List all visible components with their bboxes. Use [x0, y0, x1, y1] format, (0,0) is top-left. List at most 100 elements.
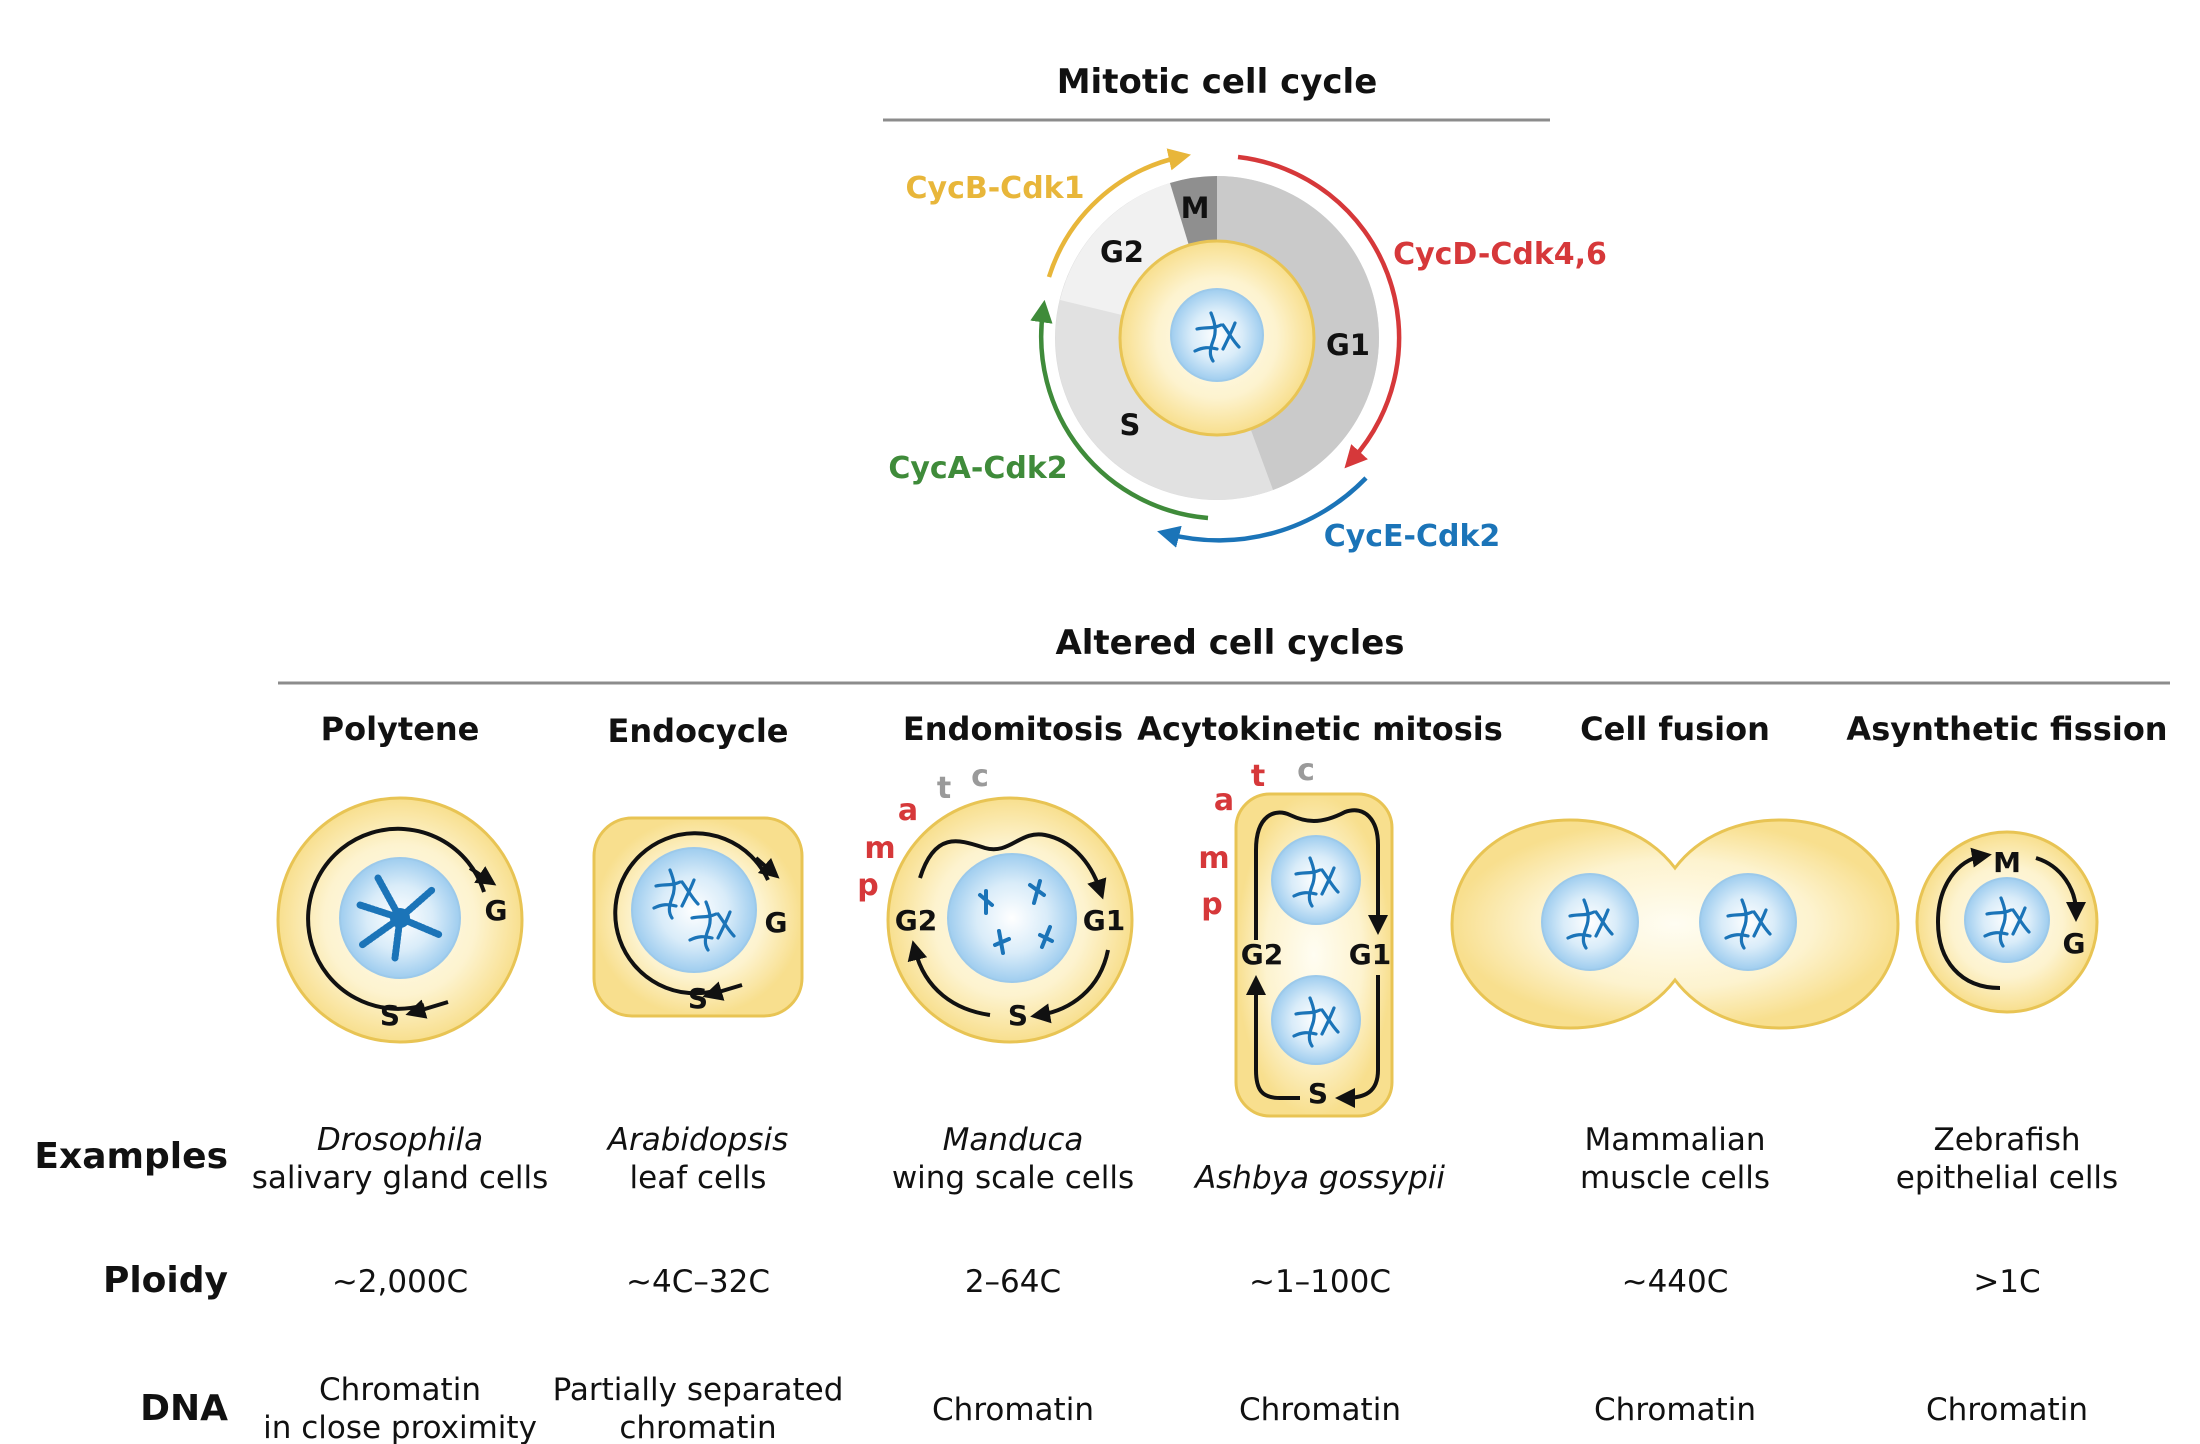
phase-s-label: S — [1120, 408, 1141, 442]
endomitosis-top-arrow — [918, 832, 1107, 900]
example-endocycle-species: Arabidopsis — [606, 1122, 788, 1158]
endocycle-nucleus — [631, 847, 757, 973]
ploidy-endomitosis: 2–64C — [965, 1264, 1061, 1300]
fused-cell — [1450, 818, 1900, 1030]
endomitosis-letter-p: p — [857, 868, 878, 903]
mitotic-title: Mitotic cell cycle — [1057, 62, 1378, 102]
cyca-arrow — [1030, 299, 1209, 521]
acytokinetic-letter-c: c — [1297, 753, 1315, 788]
acytokinetic-bottom-left-arrow — [1246, 975, 1300, 1100]
asynthetic-phase-m: M — [1993, 846, 2021, 879]
acytokinetic-cell-diagram: G2 G1 S p m a t c — [1198, 753, 1394, 1118]
asynthetic-right-arrow — [2035, 856, 2086, 922]
ploidy-endocycle: ~4C–32C — [626, 1264, 770, 1300]
acytokinetic-letter-m: m — [1198, 841, 1229, 876]
example-fusion-line1: Mammalian — [1584, 1122, 1765, 1158]
dna-cell-fusion: Chromatin — [1594, 1392, 1756, 1428]
cyca-label: CycA-Cdk2 — [888, 451, 1067, 486]
acytokinetic-letter-a: a — [1214, 783, 1234, 818]
polytene-chromocenter — [390, 908, 410, 928]
example-endomitosis-species: Manduca — [943, 1122, 1084, 1158]
cycd-arrow — [1237, 154, 1402, 469]
phase-g2-label: G2 — [1100, 235, 1144, 269]
cycb-arrow — [1046, 148, 1191, 278]
ploidy-acytokinetic: ~1–100C — [1249, 1264, 1391, 1300]
endomitosis-phase-g1: G1 — [1083, 904, 1125, 937]
dna-endocycle-line2: chromatin — [619, 1410, 776, 1444]
polytene-cell-diagram: G S — [276, 796, 524, 1044]
endocycle-phase-s: S — [688, 982, 708, 1015]
ploidy-cell-fusion: ~440C — [1622, 1264, 1729, 1300]
acytokinetic-phase-g1: G1 — [1349, 938, 1391, 971]
example-endocycle-tissue: leaf cells — [630, 1160, 767, 1196]
phase-g1-label: G1 — [1326, 328, 1370, 362]
polytene-phase-g: G — [485, 894, 508, 927]
endocycle-cycle-arrow-s — [702, 981, 743, 1001]
col-title-acytokinetic: Acytokinetic mitosis — [1137, 710, 1503, 748]
example-endomitosis-tissue: wing scale cells — [892, 1160, 1134, 1196]
polytene-cycle-arrow-s — [405, 999, 449, 1019]
col-title-polytene: Polytene — [321, 710, 480, 748]
endomitosis-letter-a: a — [898, 793, 918, 828]
cyce-label: CycE-Cdk2 — [1324, 519, 1501, 554]
mitotic-nucleus — [1170, 288, 1264, 382]
endomitosis-letter-t: t — [937, 771, 951, 806]
endocycle-cycle-arrow-g — [754, 856, 780, 879]
ploidy-polytene: ~2,000C — [332, 1264, 468, 1300]
acytokinetic-letter-t: t — [1251, 759, 1265, 794]
cyce-arrow — [1157, 476, 1368, 548]
polytene-cycle-arrow — [306, 826, 486, 1011]
example-asynthetic-line1: Zebrafish — [1933, 1122, 2080, 1158]
col-title-endocycle: Endocycle — [608, 712, 789, 750]
endomitosis-right-arrow — [1030, 949, 1110, 1024]
dna-polytene-line1: Chromatin — [319, 1372, 481, 1408]
acytokinetic-top-arrow — [1254, 808, 1388, 940]
example-asynthetic-line2: epithelial cells — [1896, 1160, 2118, 1196]
asynthetic-left-arrow — [1935, 847, 2001, 990]
example-fusion-line2: muscle cells — [1580, 1160, 1770, 1196]
phase-m-label: M — [1181, 191, 1210, 225]
cell-fusion-diagram — [1450, 818, 1900, 1030]
ploidy-asynthetic: >1C — [1973, 1264, 2040, 1300]
acytokinetic-bottom-right-arrow — [1335, 975, 1380, 1108]
fusion-nucleus-right — [1699, 873, 1797, 971]
row-label-dna: DNA — [140, 1388, 228, 1429]
endocycle-cell-diagram: G S — [592, 816, 804, 1018]
dna-acytokinetic: Chromatin — [1239, 1392, 1401, 1428]
acytokinetic-phase-s: S — [1308, 1077, 1328, 1110]
row-label-ploidy: Ploidy — [103, 1260, 228, 1301]
acytokinetic-phase-g2: G2 — [1241, 938, 1283, 971]
polytene-cycle-arrow-g — [468, 866, 497, 886]
asynthetic-phase-g: G — [2063, 927, 2086, 960]
col-title-asynthetic: Asynthetic fission — [1846, 710, 2167, 748]
row-label-examples: Examples — [34, 1136, 228, 1177]
col-title-endomitosis: Endomitosis — [903, 710, 1123, 748]
polytene-phase-s: S — [380, 999, 400, 1032]
acytokinetic-nucleus-bottom — [1271, 975, 1361, 1065]
acytokinetic-letter-p: p — [1201, 887, 1222, 922]
endomitosis-chromosomes — [978, 879, 1054, 955]
endomitosis-nucleus — [947, 853, 1077, 983]
dna-endocycle-line1: Partially separated — [553, 1372, 844, 1408]
endocycle-cycle-arrow — [613, 831, 770, 996]
endomitosis-left-arrow — [907, 940, 991, 1017]
endomitosis-phase-s: S — [1008, 999, 1028, 1032]
cycb-label: CycB-Cdk1 — [906, 171, 1085, 206]
asynthetic-fission-diagram: M G — [1915, 830, 2099, 1014]
dna-asynthetic: Chromatin — [1926, 1392, 2088, 1428]
example-acytokinetic-species: Ashbya gossypii — [1193, 1160, 1445, 1196]
dna-endomitosis: Chromatin — [932, 1392, 1094, 1428]
mitotic-cycle: M G2 G1 S CycB-Cdk1 CycD-Cdk4,6 CycE-Cdk… — [888, 148, 1607, 554]
dna-polytene-line2: in close proximity — [263, 1410, 537, 1444]
altered-title: Altered cell cycles — [1055, 623, 1404, 663]
endomitosis-letter-m: m — [864, 831, 895, 866]
example-polytene-species: Drosophila — [317, 1122, 483, 1158]
col-title-cell-fusion: Cell fusion — [1580, 710, 1770, 748]
cycd-label: CycD-Cdk4,6 — [1393, 237, 1607, 272]
asynthetic-nucleus — [1964, 877, 2050, 963]
endomitosis-cell-diagram: G2 G1 S p m a t c — [857, 759, 1134, 1044]
fusion-nucleus-left — [1541, 873, 1639, 971]
example-polytene-tissue: salivary gland cells — [252, 1160, 549, 1196]
endocycle-phase-g: G — [765, 906, 788, 939]
